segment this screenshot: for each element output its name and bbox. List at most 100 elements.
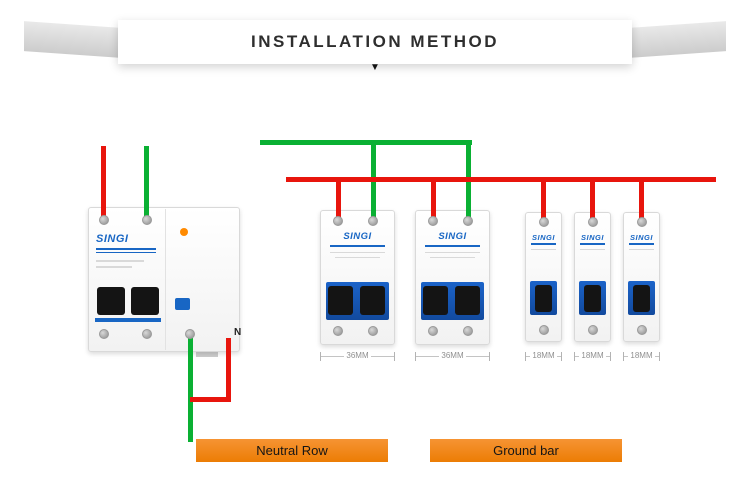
page-title: INSTALLATION METHOD	[250, 32, 499, 51]
breaker-toggle	[455, 286, 480, 315]
brand-logo: SINGI	[438, 231, 467, 242]
ground-bar-label: Ground bar	[493, 443, 559, 458]
dimension-label: 36MM	[441, 351, 464, 360]
dimension-tick	[623, 351, 624, 361]
dimension-marker: 36MM	[320, 351, 396, 361]
live-bus-wire	[286, 177, 716, 182]
terminal	[539, 217, 549, 227]
dimension-label: 18MM	[581, 351, 604, 360]
breaker-1pole-2	[574, 212, 611, 342]
dimension-line	[526, 355, 531, 357]
terminal	[333, 216, 343, 226]
logo-underline	[531, 243, 556, 245]
breaker-toggle	[584, 285, 601, 312]
terminal	[368, 216, 378, 226]
dimension-tick	[659, 351, 661, 361]
logo-underline	[96, 252, 156, 253]
ground-bar: Ground bar	[430, 439, 622, 462]
header-ribbon: INSTALLATION METHOD	[118, 20, 632, 64]
breaker-section-divider	[165, 209, 166, 350]
neutral-row-label: Neutral Row	[256, 443, 328, 458]
dimension-line	[624, 355, 629, 357]
dimension-marker: 18MM	[574, 351, 612, 361]
brand-logo: SINGI	[532, 233, 555, 242]
dimension-tick	[574, 351, 575, 361]
dimension-tick	[320, 351, 321, 361]
live-drop-wire	[541, 177, 546, 222]
dimension-line	[465, 355, 490, 357]
logo-underline	[629, 243, 654, 245]
dimension-marker: 18MM	[525, 351, 563, 361]
label-text-line	[335, 257, 380, 258]
dimension-line	[416, 355, 440, 357]
label-text-line	[425, 252, 480, 253]
dimension-tick	[561, 351, 563, 361]
breaker-toggle	[423, 286, 448, 315]
dimension-tick	[489, 351, 491, 361]
wire-neutral-supply	[144, 146, 149, 220]
dimension-label: 18MM	[630, 351, 653, 360]
main-breaker	[88, 207, 240, 352]
dimension-line	[575, 355, 580, 357]
breaker-toggle	[633, 285, 650, 312]
logo-underline	[425, 245, 480, 247]
breaker-toggle	[97, 287, 125, 315]
terminal	[333, 326, 343, 336]
live-drop-wire	[639, 177, 644, 222]
terminal	[428, 326, 438, 336]
terminal	[185, 329, 195, 339]
live-drop-wire	[336, 177, 341, 221]
neutral-bus-wire	[260, 140, 472, 145]
dimension-tick	[610, 351, 612, 361]
dimension-label: 18MM	[532, 351, 555, 360]
neutral-row-bar: Neutral Row	[196, 439, 388, 462]
terminal	[99, 215, 109, 225]
n-terminal-label: N	[234, 327, 242, 338]
terminal	[463, 216, 473, 226]
terminal	[142, 329, 152, 339]
wire-n-pole-down	[226, 338, 231, 402]
logo-underline	[580, 243, 605, 245]
dimension-tick	[525, 351, 526, 361]
terminal	[539, 325, 549, 335]
wire-n-pole-link	[190, 397, 231, 402]
brand-logo: SINGI	[630, 233, 653, 242]
breaker-2pole-1	[320, 210, 395, 345]
down-arrow-icon: ▼	[370, 62, 380, 73]
breaker-toggle	[360, 286, 385, 315]
toggle-base-strip	[95, 318, 161, 322]
dimension-marker: 36MM	[415, 351, 491, 361]
terminal	[99, 329, 109, 339]
logo-underline	[330, 245, 385, 247]
brand-logo: SINGI	[581, 233, 604, 242]
test-button	[175, 298, 190, 310]
label-text-line	[330, 252, 385, 253]
terminal	[588, 325, 598, 335]
dimension-tick	[415, 351, 416, 361]
breaker-toggle	[328, 286, 353, 315]
terminal	[428, 216, 438, 226]
breaker-2pole-2	[415, 210, 490, 345]
dimension-line	[605, 355, 611, 357]
terminal	[637, 325, 647, 335]
din-clip	[196, 352, 218, 357]
label-text-line	[96, 260, 144, 262]
breaker-1pole-1	[525, 212, 562, 342]
terminal	[588, 217, 598, 227]
dimension-marker: 18MM	[623, 351, 661, 361]
terminal	[142, 215, 152, 225]
breaker-toggle	[131, 287, 159, 315]
wire-live-supply	[101, 146, 106, 220]
label-text-line	[531, 249, 556, 250]
wire-neutral-to-bar	[188, 338, 193, 442]
label-text-line	[580, 249, 605, 250]
logo-underline	[96, 248, 156, 250]
label-text-line	[430, 257, 475, 258]
dimension-line	[370, 355, 395, 357]
label-text-line	[629, 249, 654, 250]
dimension-line	[321, 355, 345, 357]
terminal	[463, 326, 473, 336]
dimension-line	[654, 355, 660, 357]
dimension-line	[556, 355, 562, 357]
